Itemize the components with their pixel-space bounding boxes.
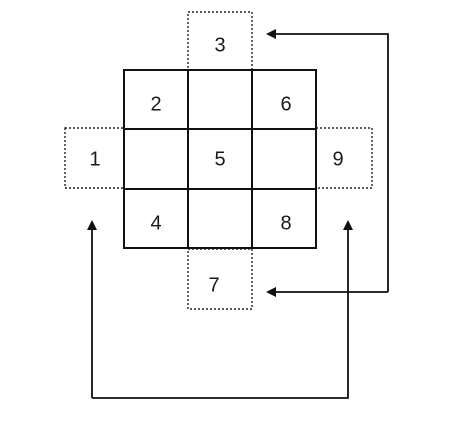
outer-label-left: 1 — [89, 148, 100, 170]
arrow-up-to-right — [92, 220, 353, 399]
grid-labels: 2 6 5 4 8 — [150, 93, 291, 234]
outer-cell-bottom — [187, 248, 253, 310]
arrow-bottom-to-top — [266, 29, 389, 292]
outer-label-bottom: 7 — [208, 274, 219, 296]
cell-label: 6 — [280, 93, 291, 115]
main-grid — [123, 69, 317, 249]
cell-label: 2 — [150, 93, 161, 115]
outer-label-right: 9 — [332, 148, 343, 170]
cell-label: 8 — [280, 212, 291, 234]
cell-label: 5 — [214, 148, 225, 170]
outer-label-top: 3 — [214, 34, 225, 56]
cell-label: 4 — [150, 212, 161, 234]
outer-cell-right — [315, 127, 373, 189]
grid-border — [123, 69, 317, 249]
